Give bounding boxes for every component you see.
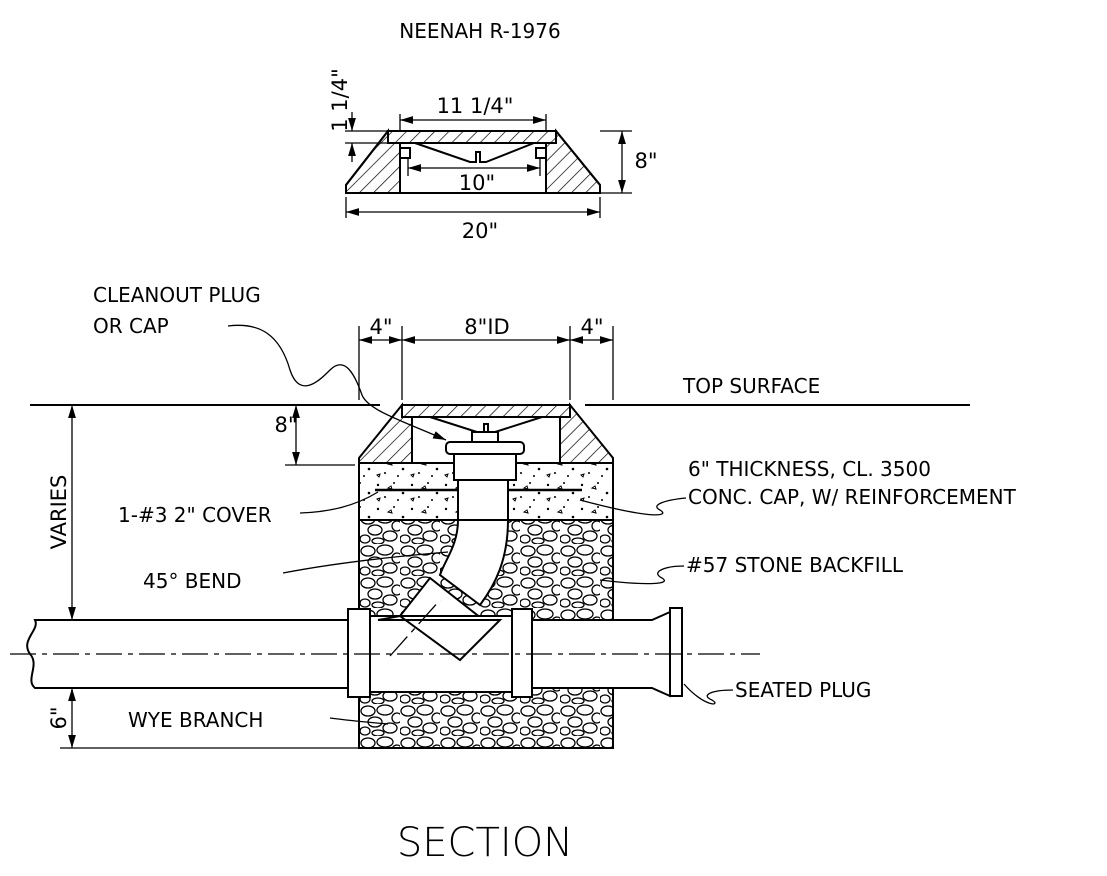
leader-bend xyxy=(282,551,449,574)
leader-stone xyxy=(599,565,685,585)
section-frame xyxy=(358,402,614,464)
dim-inner-diameter: 8"ID xyxy=(464,315,509,339)
frame-casting xyxy=(345,128,601,194)
bottom-dimension: 6" xyxy=(47,688,359,749)
leader-wye xyxy=(329,717,389,725)
dim-bottom: 6" xyxy=(47,706,71,729)
callout-top-surface: TOP SURFACE xyxy=(682,374,820,398)
dim-lip: 1 1/4" xyxy=(328,68,352,132)
section-title: SECTION xyxy=(397,820,573,866)
dim-inner-width: 10" xyxy=(459,171,495,195)
cleanout-plug xyxy=(445,431,525,481)
callout-cleanout-1: CLEANOUT PLUG xyxy=(93,283,261,307)
bend-45 xyxy=(438,519,510,607)
callout-rebar-cover: 1-#3 2" COVER xyxy=(118,503,272,527)
top-dimensions: 4" 8"ID 4" xyxy=(358,315,614,400)
riser-pipe xyxy=(457,479,509,521)
frame-title: NEENAH R-1976 xyxy=(399,19,560,43)
callout-bend: 45° BEND xyxy=(143,569,242,593)
frame-detail: NEENAH R-1976 11 1/4" 10" 20" xyxy=(328,19,658,243)
leader-cap xyxy=(579,497,687,516)
frame-depth-dimension: 8" xyxy=(274,404,355,466)
callout-wye: WYE BRANCH xyxy=(128,708,263,732)
dim-frame-depth: 8" xyxy=(274,413,297,437)
callout-stone: #57 STONE BACKFILL xyxy=(686,553,904,577)
dim-base-width: 20" xyxy=(462,219,498,243)
dim-wall-right: 4" xyxy=(580,315,603,339)
leader-plug xyxy=(683,683,734,705)
leader-rebar xyxy=(299,491,379,514)
callout-plug: SEATED PLUG xyxy=(735,678,871,702)
callout-cap-1: 6" THICKNESS, CL. 3500 xyxy=(688,457,931,481)
dim-varies: VARIES xyxy=(47,475,71,550)
main-pipe xyxy=(10,599,760,698)
dim-height: 8" xyxy=(634,149,657,173)
dim-top-width: 11 1/4" xyxy=(437,94,514,118)
varies-dimension: VARIES xyxy=(47,405,76,620)
seated-plug-cap xyxy=(669,607,683,697)
leader-cleanout xyxy=(227,324,447,441)
callout-cleanout-2: OR CAP xyxy=(93,314,169,338)
dim-wall-left: 4" xyxy=(369,315,392,339)
section-view: 4" 8"ID 4" 8" VARIES 6" CLEANOUT PLUG OR… xyxy=(10,283,1017,866)
callout-cap-2: CONC. CAP, W/ REINFORCEMENT xyxy=(688,485,1017,509)
